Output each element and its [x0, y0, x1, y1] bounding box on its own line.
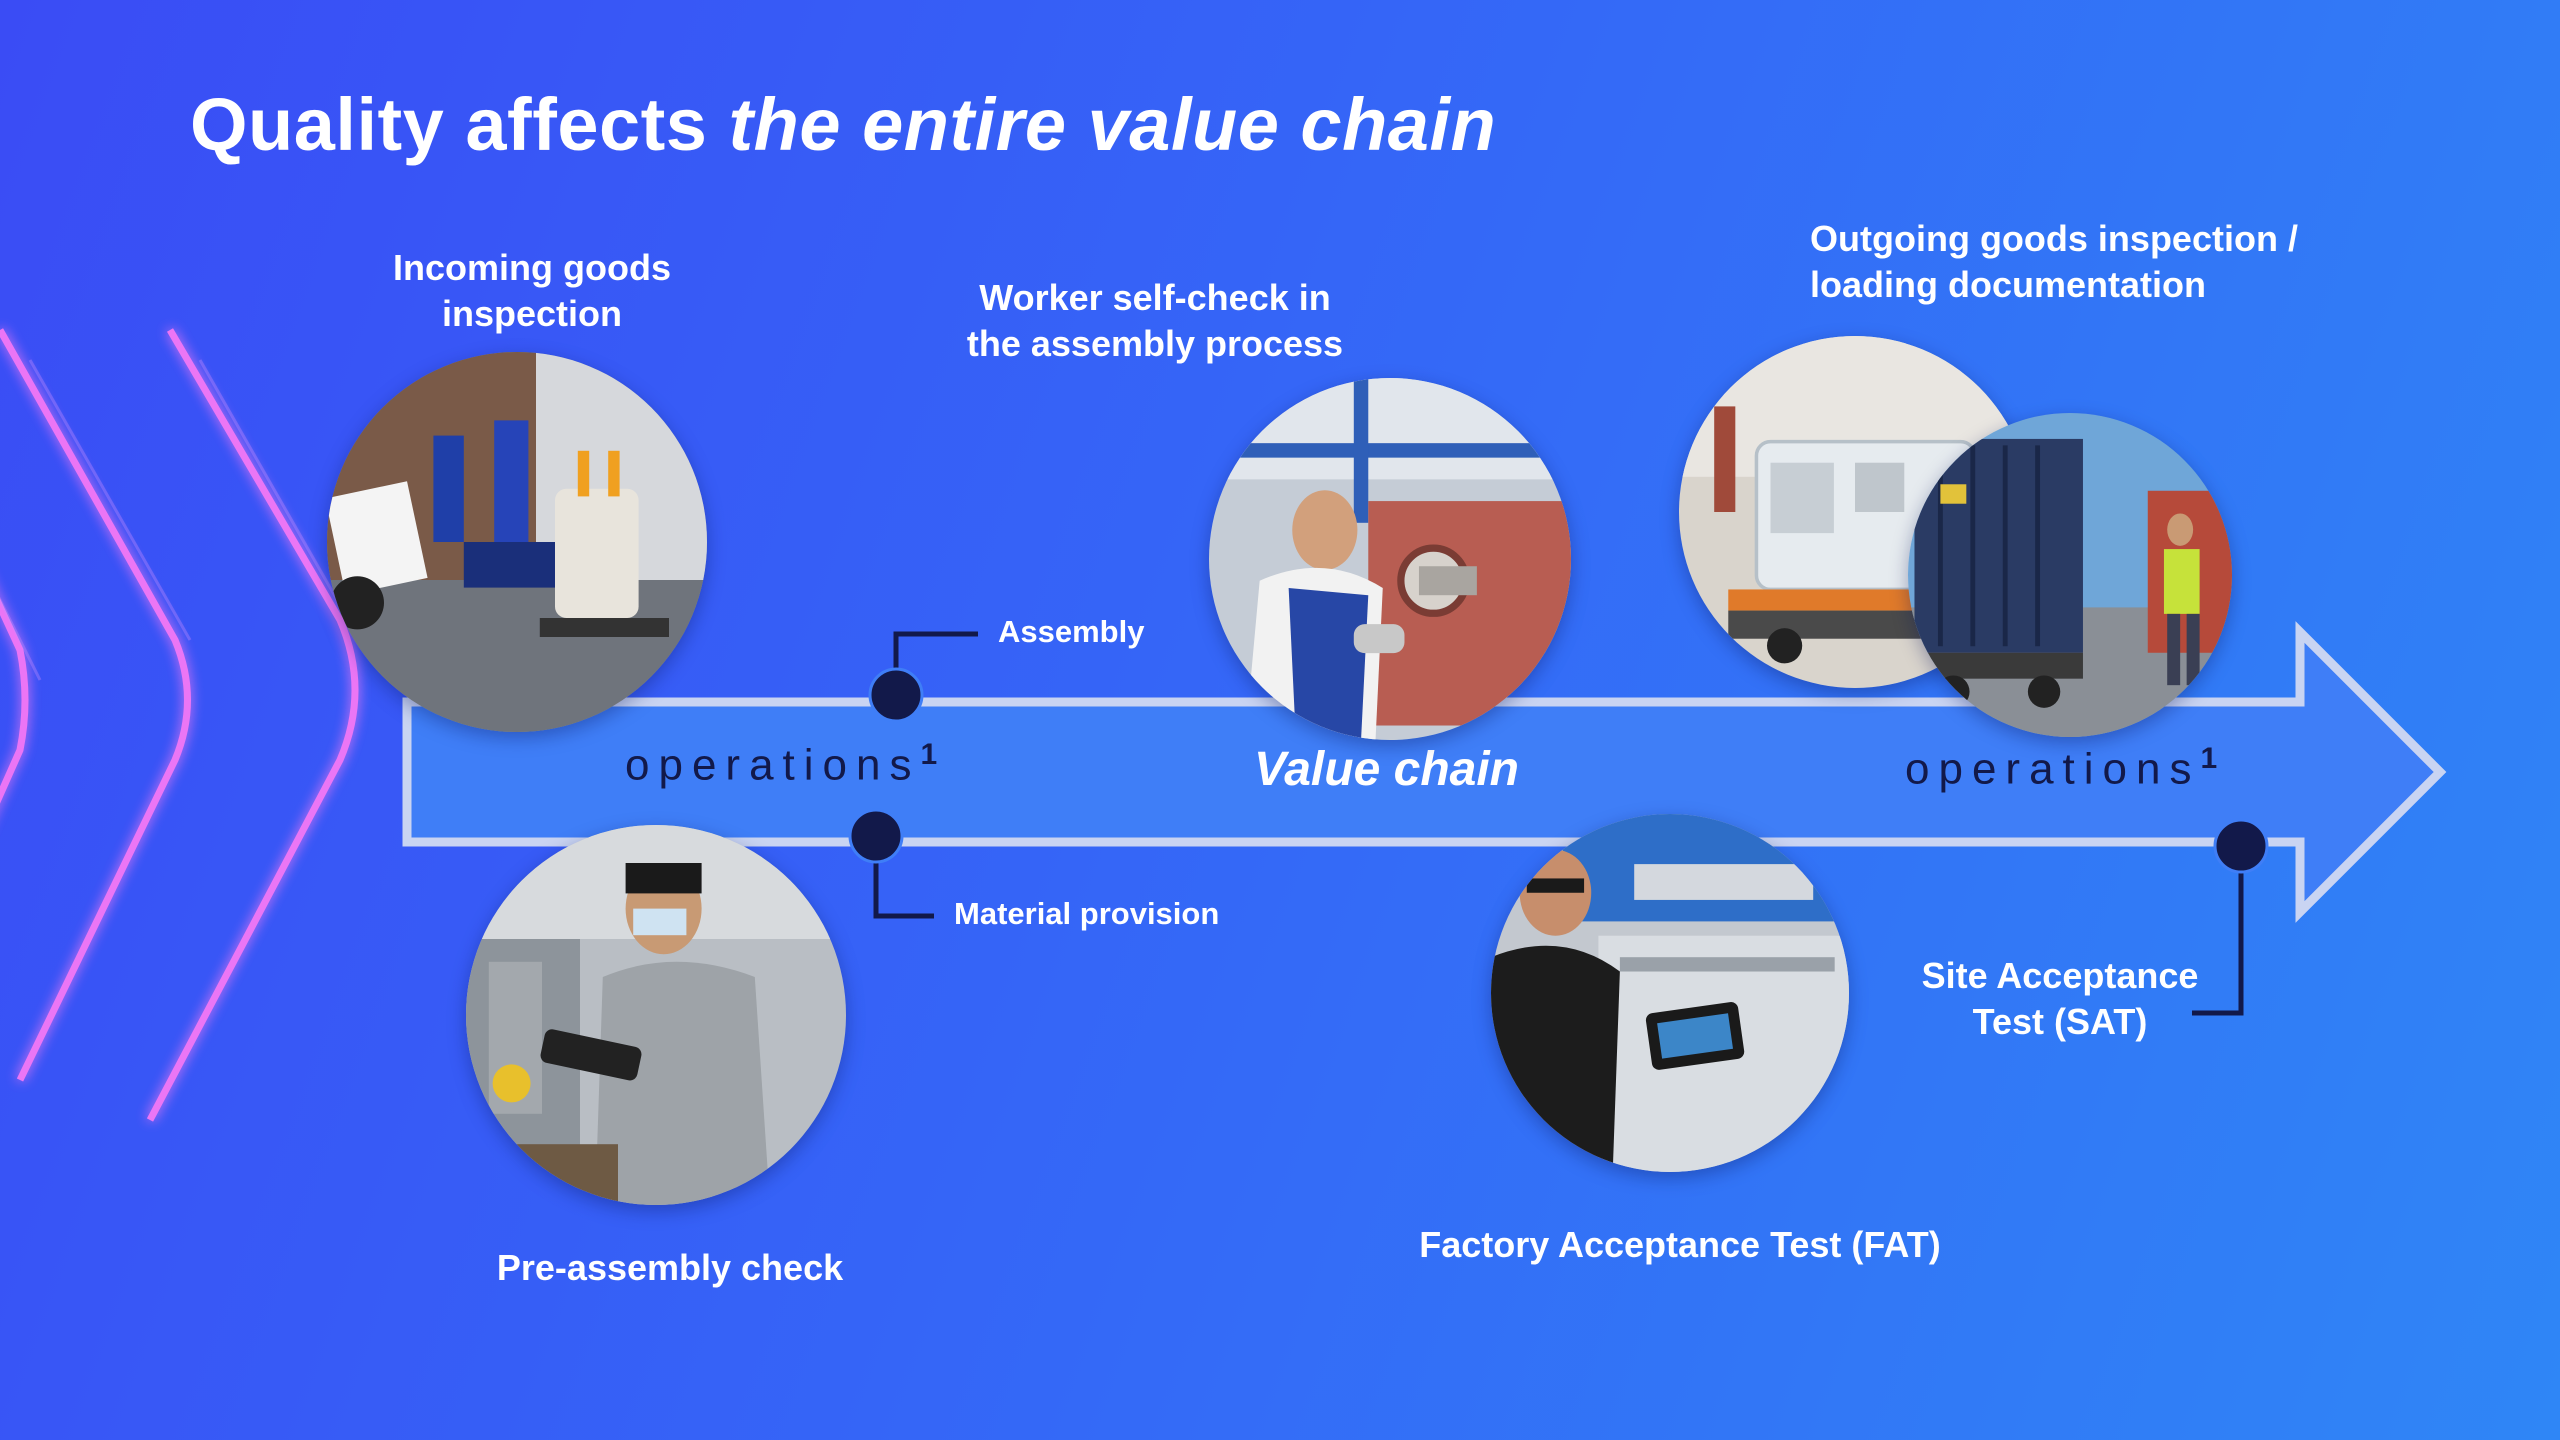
fat-photo: [1491, 814, 1849, 1172]
ops-left-footnote: 1: [920, 738, 938, 771]
ops-left-text: operations: [625, 740, 921, 790]
arrow-right-operations: operations1: [1905, 742, 2217, 795]
neon-chevrons: [0, 328, 359, 1122]
neon-chevron-1: [0, 598, 29, 804]
outgoing-container-photo: [1908, 413, 2232, 737]
worker-self-check-photo: [1209, 378, 1571, 740]
assembly-marker-dot: [868, 667, 924, 723]
incoming-goods-label: Incoming goods inspection: [393, 247, 671, 334]
title-main: Quality affects: [190, 83, 729, 166]
outgoing-goods-label: Outgoing goods inspection / loading docu…: [1810, 218, 2298, 305]
sat-connector: [2192, 846, 2244, 1016]
ops-right-text: operations: [1905, 744, 2201, 794]
pre-assembly-photo: [466, 825, 846, 1205]
pre-assembly-check-label: Pre-assembly check: [496, 1247, 844, 1288]
title-emphasis: the entire value chain: [728, 83, 1497, 166]
assembly-label: Assembly: [998, 614, 1145, 649]
value-chain-label: Value chain: [1254, 743, 1519, 796]
material-provision-label: Material provision: [954, 896, 1220, 931]
sat-marker-dot: [2213, 818, 2269, 874]
neon-chevron-trails: [0, 359, 362, 681]
neon-chevron-3: [146, 328, 359, 1122]
arrow-left-operations: operations1: [625, 738, 937, 791]
worker-self-check-label: Worker self-check in the assembly proces…: [966, 277, 1344, 364]
incoming-goods-photo: [327, 352, 707, 732]
page-title: Quality affects the entire value chain: [190, 82, 1496, 167]
sat-label: Site Acceptance Test (SAT): [1921, 955, 2199, 1042]
fat-label: Factory Acceptance Test (FAT): [1419, 1224, 1941, 1265]
neon-chevron-2: [0, 328, 191, 1082]
ops-right-footnote: 1: [2200, 742, 2218, 775]
material-marker-dot: [848, 808, 904, 864]
